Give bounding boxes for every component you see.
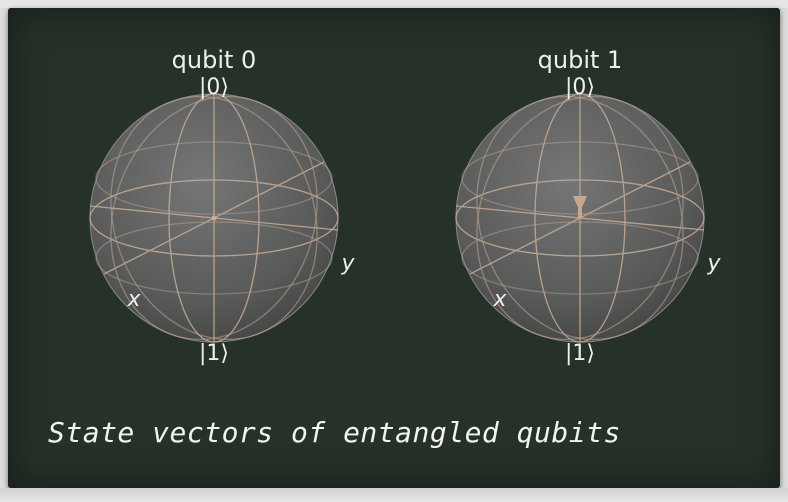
- south-pole-label: |1⟩: [199, 341, 229, 366]
- sphere-title: qubit 1: [538, 46, 623, 74]
- north-pole-label: |0⟩: [199, 75, 229, 100]
- sphere-title: qubit 0: [172, 46, 257, 74]
- bloch-spheres-diagram: qubit 0 |0⟩ |1⟩ x y: [89, 46, 721, 366]
- state-vector-arrow: [573, 196, 587, 218]
- board-frame-bottom: [0, 488, 788, 502]
- bloch-sphere-qubit-1: qubit 1 |0⟩ |1⟩ x y: [455, 46, 721, 366]
- y-axis-label: y: [706, 251, 721, 276]
- caption: State vectors of entangled qubits: [48, 416, 621, 449]
- chalkboard: qubit 0 |0⟩ |1⟩ x y: [8, 8, 780, 488]
- north-pole-label: |0⟩: [565, 75, 595, 100]
- bloch-sphere-qubit-0: qubit 0 |0⟩ |1⟩ x y: [89, 46, 355, 366]
- x-axis-label: x: [126, 287, 141, 312]
- y-axis-label: y: [340, 251, 355, 276]
- sphere-center-dot: [211, 215, 217, 221]
- x-axis-label: x: [492, 287, 507, 312]
- south-pole-label: |1⟩: [565, 341, 595, 366]
- board-frame-top: [0, 0, 788, 8]
